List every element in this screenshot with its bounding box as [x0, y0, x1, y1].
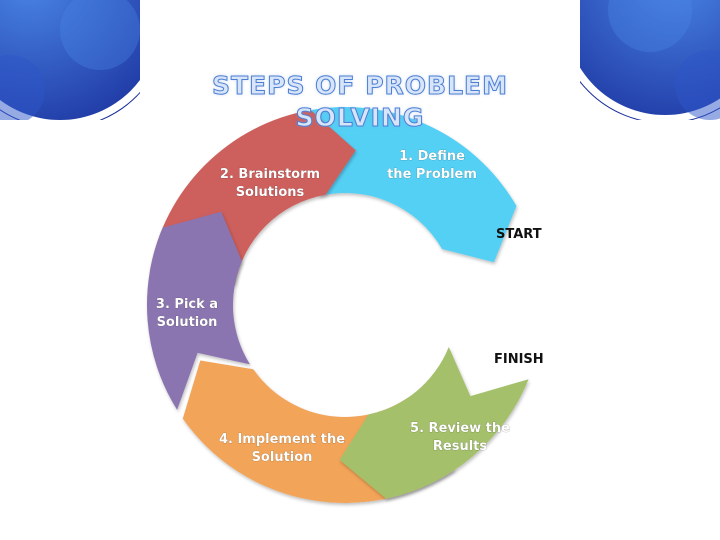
corner-decoration-right [580, 0, 720, 120]
step-2-label-line-2: Solutions [236, 185, 305, 200]
cycle-segment-step-5 [339, 347, 529, 499]
step-3-label: 3. Pick a Solution [156, 297, 218, 330]
cycle-segment-step-3 [146, 211, 250, 410]
step-3-label-line-1: 3. Pick a [156, 297, 218, 312]
step-1-label: 1. Define the Problem [387, 149, 477, 182]
slide-title: STEPS OF PROBLEM SOLVING [212, 71, 508, 133]
corner-decoration-left [0, 0, 140, 120]
finish-label: FINISH [494, 352, 544, 367]
step-1-label-line-1: 1. Define [399, 149, 465, 164]
step-1-label-line-2: the Problem [387, 167, 477, 182]
step-4-label-line-2: Solution [252, 450, 313, 465]
step-5-label-line-1: 5. Review the [410, 421, 510, 436]
start-label: START [496, 227, 542, 242]
step-5-label-line-2: Results [433, 439, 487, 454]
step-4-label-line-1: 4. Implement the [219, 432, 345, 447]
step-2-label-line-1: 2. Brainstorm [220, 167, 320, 182]
step-3-label-line-2: Solution [157, 315, 218, 330]
cycle-segment-step-1 [297, 107, 517, 263]
